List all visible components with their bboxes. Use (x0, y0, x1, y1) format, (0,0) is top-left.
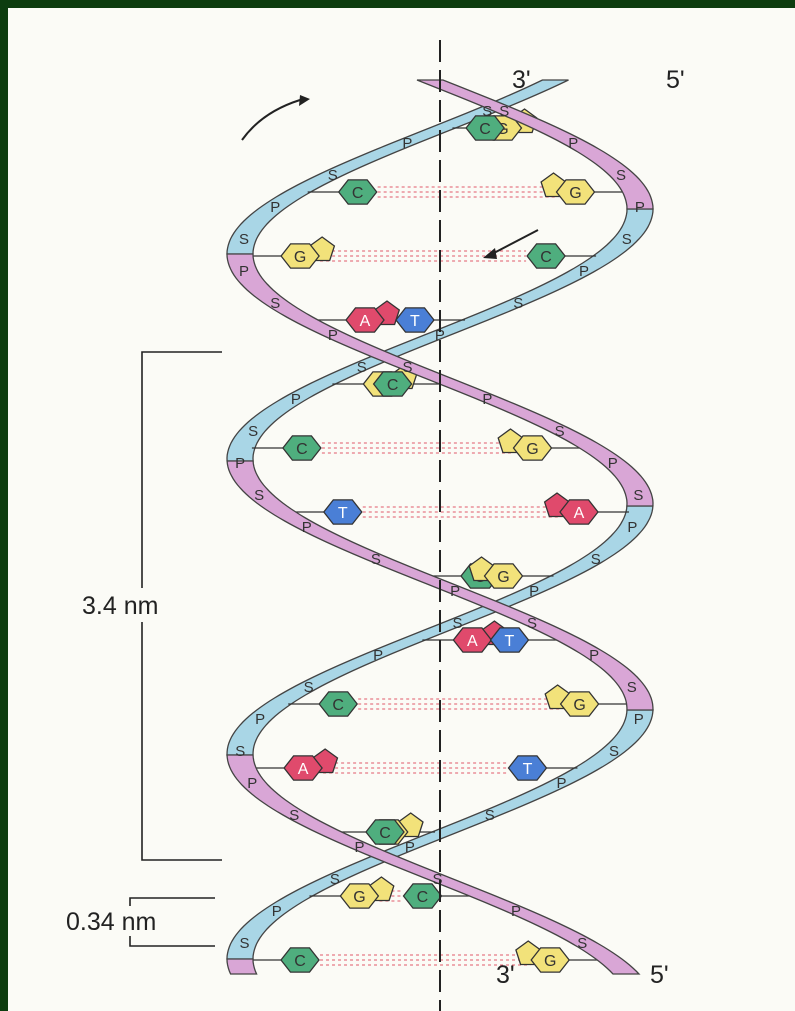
strand-a-sugar-label-2: S (616, 167, 626, 184)
base-thymine-8-right-letter: T (505, 633, 515, 650)
strand-a-sugar-label-10: S (248, 423, 258, 440)
strand-b-phosphate-label-17: P (373, 647, 383, 664)
base-guanine-7-right-letter: G (497, 569, 509, 586)
strand-b-phosphate-label-21: P (247, 775, 257, 792)
strand-b-sugar-label-22: S (289, 807, 299, 824)
strand-b-phosphate-label-11: P (608, 455, 618, 472)
strand-b-ribbon-back-0 (227, 80, 569, 254)
strand-a-phosphate-label-1: P (568, 135, 578, 152)
base-thymine-6-left-letter: T (338, 505, 348, 522)
strand-a-sugar-label-24: S (330, 871, 340, 888)
strand-b-phosphate-label-1: P (402, 135, 412, 152)
strand-a-phosphate-label-5: P (579, 263, 589, 280)
base-adenine-6-right-letter: A (574, 505, 585, 522)
base-adenine-8-left-letter: A (467, 633, 478, 650)
strand-end-top-right: 5' (666, 66, 685, 94)
strand-a-sugar-label-6: S (513, 295, 523, 312)
base-cytosine-4-right-letter: C (387, 377, 399, 394)
base-guanine-2-left-letter: G (294, 249, 306, 266)
base-guanine-12-left-letter: G (353, 889, 365, 906)
base-adenine-3-left-letter: A (360, 313, 371, 330)
strand-b-sugar-label-18: S (304, 679, 314, 696)
base-cytosine-12-right-letter: C (417, 889, 429, 906)
base-adenine-10-left-letter: A (298, 761, 309, 778)
strand-a-phosphate-label-21: P (556, 775, 566, 792)
strand-b-phosphate-label-5: P (239, 263, 249, 280)
strand-a-sugar-label-4: S (622, 231, 632, 248)
rotation-arrowhead-right (483, 248, 497, 259)
strand-b-sugar-label-10: S (555, 423, 565, 440)
strand-a-phosphate-label-9: P (291, 391, 301, 408)
base-guanine-5-right-letter: G (526, 441, 538, 458)
base-guanine-9-right-letter: G (573, 697, 585, 714)
strand-b-phosphate-label-3: P (270, 199, 280, 216)
strand-end-bottom-right: 5' (650, 961, 669, 989)
strand-b-phosphate-label-13: P (627, 519, 637, 536)
strand-b-phosphate-label-23: P (354, 839, 364, 856)
strand-a-sugar-label-22: S (485, 807, 495, 824)
strand-a-phosphate-label-23: P (405, 839, 415, 856)
strand-a-sugar-label-26: S (239, 935, 249, 952)
strand-b-sugar-label-8: S (402, 359, 412, 376)
strand-a-phosphate-label-19: P (634, 711, 644, 728)
strand-a-sugar-label-8: S (357, 359, 367, 376)
base-cytosine-1-left-letter: C (352, 185, 364, 202)
strand-b-sugar-label-24: S (432, 871, 442, 888)
base-guanine-13-right-letter: G (544, 953, 556, 970)
base-cytosine-13-left-letter: C (294, 953, 306, 970)
strand-a-sugar-label-14: S (371, 551, 381, 568)
strand-b-sugar-label-20: S (235, 743, 245, 760)
strand-b-sugar-label-16: S (452, 615, 462, 632)
strand-b-sugar-label-2: S (328, 167, 338, 184)
base-guanine-1-right-letter: G (569, 185, 581, 202)
strand-b-phosphate-label-9: P (482, 391, 492, 408)
strand-b-phosphate-label-19: P (255, 711, 265, 728)
rotation-arrow-top (242, 100, 300, 140)
strand-b-sugar-label-6: S (270, 295, 280, 312)
strand-b-sugar-label-14: S (591, 551, 601, 568)
strand-a-phosphate-label-3: P (635, 199, 645, 216)
strand-a-sugar-label-18: S (627, 679, 637, 696)
base-cytosine-5-left-letter: C (296, 441, 308, 458)
strand-a-ribbon-front-4 (227, 959, 257, 974)
base-spacing-label: 0.34 nm (66, 908, 156, 936)
base-thymine-10-right-letter: T (523, 761, 533, 778)
base-cytosine-2-right-letter: C (540, 249, 552, 266)
strand-a-ribbon-front-0 (417, 80, 653, 209)
strand-a-phosphate-label-25: P (272, 903, 282, 920)
strand-b-phosphate-label-25: P (511, 903, 521, 920)
base-thymine-3-right-letter: T (410, 313, 420, 330)
strand-b-phosphate-label-15: P (529, 583, 539, 600)
strand-a-phosphate-label-13: P (302, 519, 312, 536)
base-cytosine-11-right-letter: C (379, 825, 391, 842)
strand-b-sugar-label-0: S (482, 103, 492, 120)
strand-end-bottom-left: 3' (496, 961, 515, 989)
turn-length-label: 3.4 nm (82, 592, 158, 620)
strand-a-phosphate-label-17: P (589, 647, 599, 664)
strand-a-sugar-label-0: S (499, 103, 509, 120)
strand-a-phosphate-label-11: P (235, 455, 245, 472)
base-cytosine-9-left-letter: C (332, 697, 344, 714)
strand-b-sugar-label-4: S (239, 231, 249, 248)
rotation-arrowhead-top (299, 95, 310, 106)
strand-end-top-left: 3' (512, 66, 531, 94)
strand-a-phosphate-label-15: P (450, 583, 460, 600)
strand-b-phosphate-label-7: P (328, 327, 338, 344)
strand-b-sugar-label-26: S (577, 935, 587, 952)
strand-a-sugar-label-20: S (609, 743, 619, 760)
strand-a-sugar-label-16: S (527, 615, 537, 632)
strand-a-sugar-label-12: S (254, 487, 264, 504)
strand-b-sugar-label-12: S (633, 487, 643, 504)
base-cytosine-0-right-letter: C (479, 121, 491, 138)
